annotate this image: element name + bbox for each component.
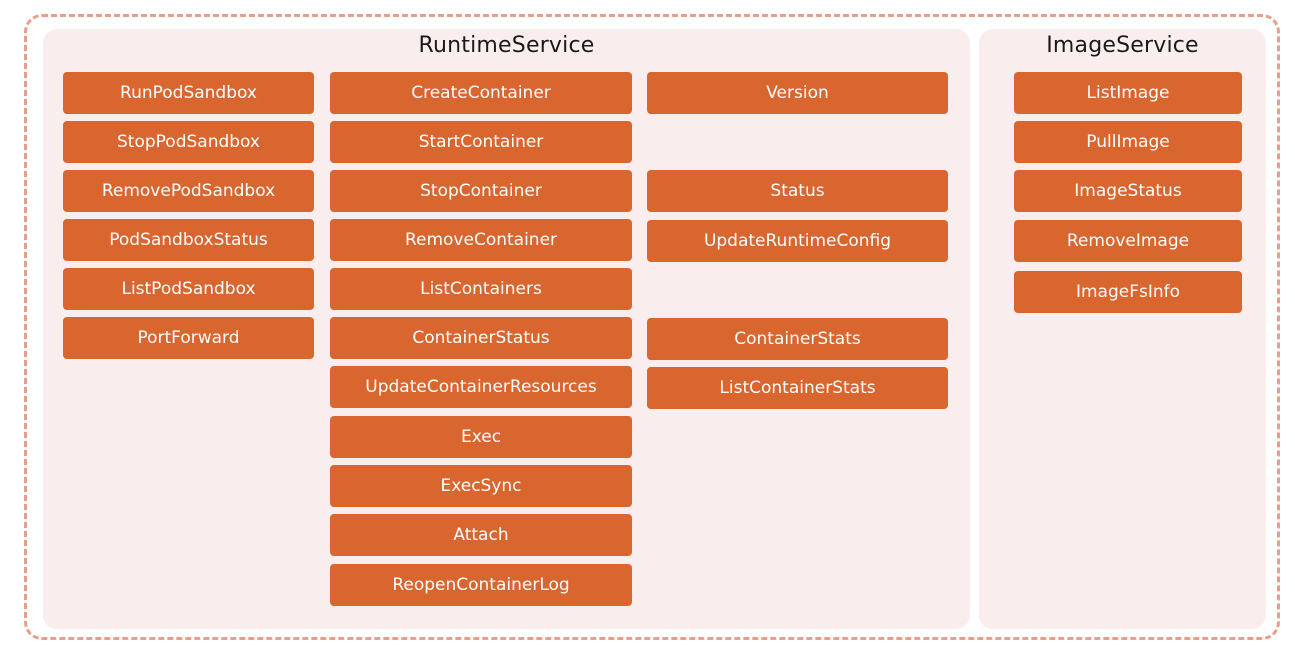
api-pod-sandbox-status: PodSandboxStatus [63, 219, 314, 261]
api-exec-sync: ExecSync [330, 465, 632, 507]
api-run-pod-sandbox: RunPodSandbox [63, 72, 314, 114]
api-container-stats: ContainerStats [647, 318, 948, 360]
api-list-container-stats: ListContainerStats [647, 367, 948, 409]
runtime-service-panel: RuntimeService RunPodSandbox StopPodSand… [43, 29, 970, 629]
api-create-container: CreateContainer [330, 72, 632, 114]
api-container-status: ContainerStatus [330, 317, 632, 359]
api-pull-image: PullImage [1014, 121, 1242, 163]
api-start-container: StartContainer [330, 121, 632, 163]
api-reopen-container-log: ReopenContainerLog [330, 564, 632, 606]
api-attach: Attach [330, 514, 632, 556]
runtime-service-title: RuntimeService [418, 33, 595, 58]
api-version: Version [647, 72, 948, 114]
api-update-runtime-config: UpdateRuntimeConfig [647, 220, 948, 262]
cri-services-frame [24, 14, 1280, 640]
api-image-status: ImageStatus [1014, 170, 1242, 212]
api-exec: Exec [330, 416, 632, 458]
api-image-fs-info: ImageFsInfo [1014, 271, 1242, 313]
api-remove-container: RemoveContainer [330, 219, 632, 261]
api-list-containers: ListContainers [330, 268, 632, 310]
image-service-panel: ImageService ListImage PullImage ImageSt… [979, 29, 1266, 629]
api-status: Status [647, 170, 948, 212]
api-stop-container: StopContainer [330, 170, 632, 212]
image-service-title: ImageService [1046, 33, 1199, 58]
api-remove-image: RemoveImage [1014, 220, 1242, 262]
api-list-image: ListImage [1014, 72, 1242, 114]
api-stop-pod-sandbox: StopPodSandbox [63, 121, 314, 163]
api-update-container-resources: UpdateContainerResources [330, 366, 632, 408]
api-remove-pod-sandbox: RemovePodSandbox [63, 170, 314, 212]
api-port-forward: PortForward [63, 317, 314, 359]
api-list-pod-sandbox: ListPodSandbox [63, 268, 314, 310]
